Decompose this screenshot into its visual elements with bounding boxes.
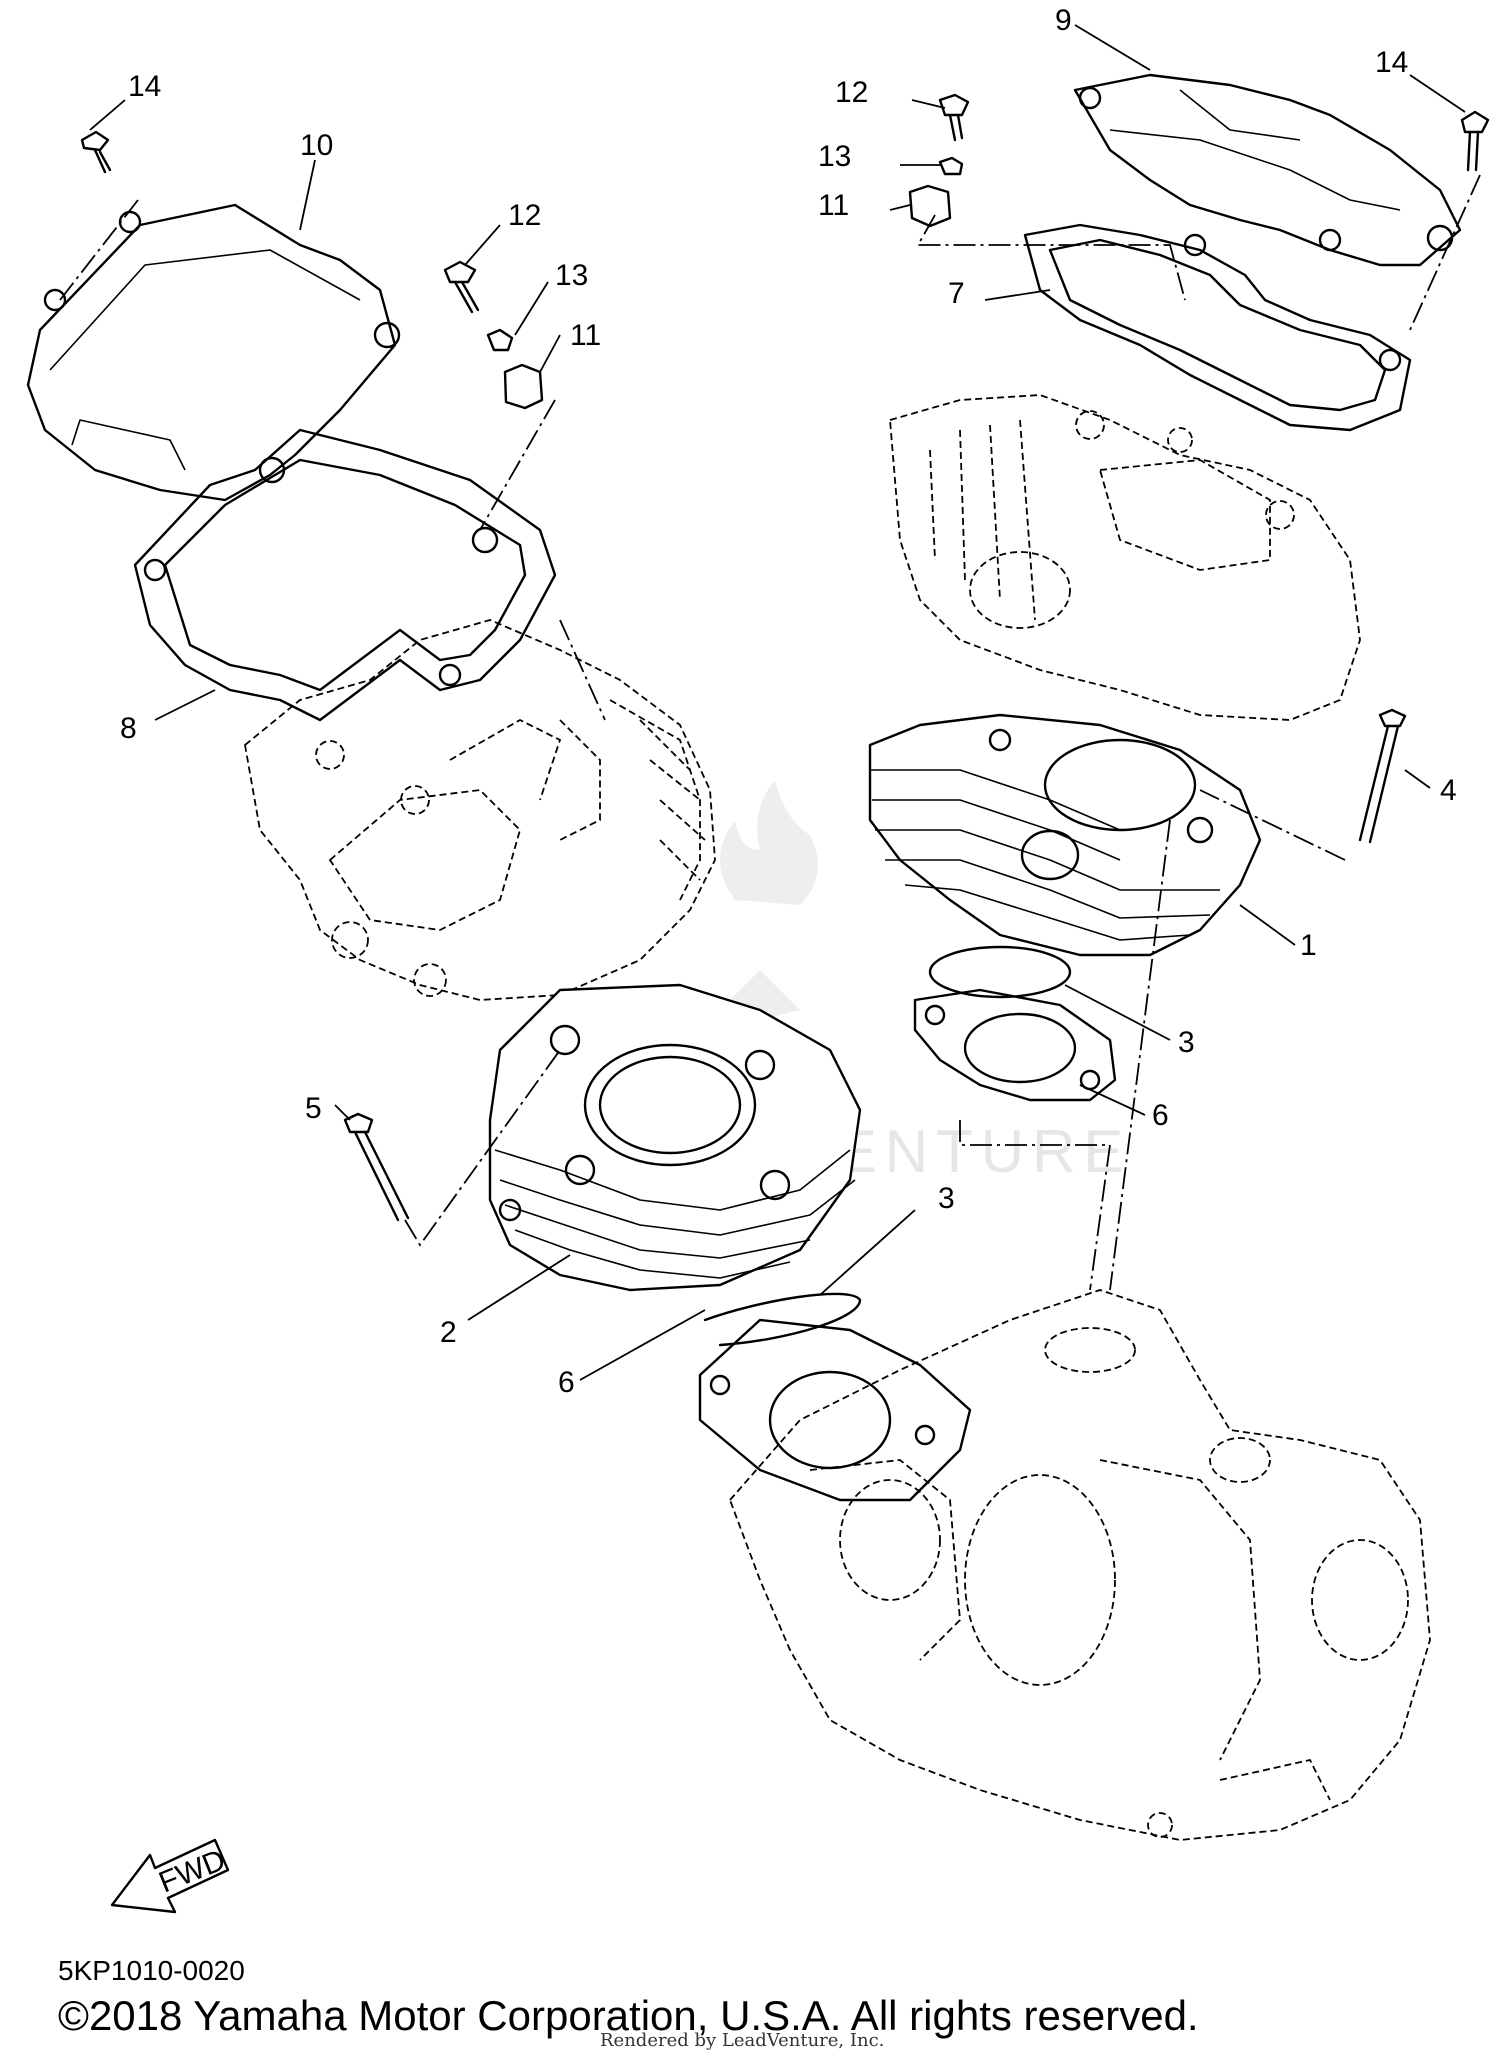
rear-cover-gasket-8 bbox=[133, 428, 557, 722]
crankcase bbox=[728, 1289, 1431, 1841]
callout-12-left: 12 bbox=[508, 199, 541, 232]
rear-oring-3 bbox=[703, 1292, 862, 1347]
rear-cylinder-gasket-6 bbox=[698, 1318, 972, 1502]
callout-13-left: 13 bbox=[555, 259, 588, 292]
rendered-by-notice: Rendered by LeadVenture, Inc. bbox=[600, 2030, 885, 2051]
front-cylinder-gasket-6 bbox=[913, 988, 1117, 1102]
callout-7: 7 bbox=[948, 277, 965, 310]
alignment-lines bbox=[59, 174, 1481, 1291]
callout-11-left: 11 bbox=[570, 319, 601, 352]
front-hardware bbox=[908, 93, 1490, 228]
callout-4: 4 bbox=[1440, 774, 1457, 807]
stud-bolts bbox=[343, 708, 1407, 1222]
part-code: 5KP1010-0020 bbox=[58, 1955, 245, 1986]
leader-lines bbox=[89, 24, 1466, 1381]
rear-head-cover-10 bbox=[26, 203, 401, 502]
front-cylinder-head bbox=[889, 394, 1361, 721]
rear-cylinder-2 bbox=[488, 983, 862, 1292]
callout-12-right: 12 bbox=[835, 76, 868, 109]
rear-hardware bbox=[80, 130, 544, 410]
callout-3-upper: 3 bbox=[1178, 1026, 1195, 1059]
fwd-arrow: FWD bbox=[110, 1838, 230, 1914]
copyright-notice: ©2018 Yamaha Motor Corporation, U.S.A. A… bbox=[58, 1992, 1199, 2039]
callout-13-right: 13 bbox=[818, 140, 851, 173]
callout-6-lower: 6 bbox=[558, 1366, 575, 1399]
callout-14-left: 14 bbox=[128, 70, 161, 103]
callout-8: 8 bbox=[120, 712, 137, 745]
callout-11-right: 11 bbox=[818, 189, 849, 222]
front-oring-3 bbox=[928, 945, 1072, 999]
callout-9: 9 bbox=[1055, 4, 1072, 37]
front-cover-gasket-7 bbox=[1023, 223, 1412, 432]
callout-1: 1 bbox=[1300, 929, 1317, 962]
front-cylinder-1 bbox=[868, 713, 1262, 957]
callout-6-upper: 6 bbox=[1152, 1099, 1169, 1132]
callouts: 14 10 12 13 11 8 9 14 12 13 11 7 4 1 3 6… bbox=[120, 4, 1457, 1399]
callout-14-right: 14 bbox=[1375, 46, 1408, 79]
callout-2: 2 bbox=[440, 1316, 457, 1349]
callout-3-lower: 3 bbox=[938, 1182, 955, 1215]
callout-10: 10 bbox=[300, 129, 333, 162]
rear-cylinder-head bbox=[244, 619, 716, 1001]
callout-5: 5 bbox=[305, 1092, 322, 1125]
front-head-cover-9 bbox=[1073, 73, 1462, 267]
